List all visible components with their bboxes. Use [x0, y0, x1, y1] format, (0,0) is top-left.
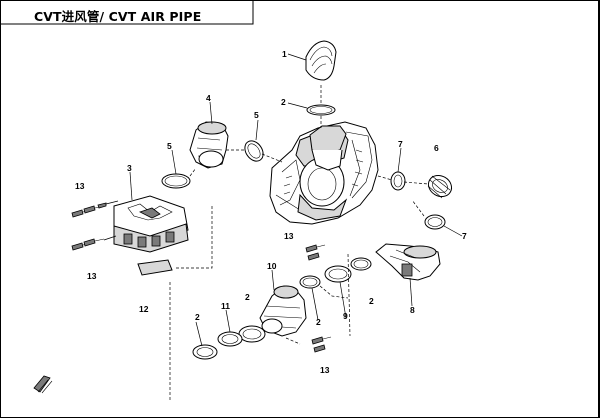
part-2-clamp-upper — [306, 104, 336, 116]
part-11-ring-b — [217, 331, 243, 347]
part-6-connector — [427, 174, 453, 199]
part-7-ring-bottom — [424, 214, 446, 230]
part-9-ring — [324, 265, 352, 283]
callout-12: 12 — [139, 304, 149, 314]
part-11-ring — [238, 325, 266, 343]
callout-2-mid: 2 — [245, 292, 250, 302]
part-10-hose — [259, 285, 307, 337]
logo-mark — [33, 375, 53, 394]
callout-2-lower-mid: 2 — [316, 317, 321, 327]
page-title: CVT进风管/ CVT AIR PIPE — [34, 9, 202, 24]
callout-6: 6 — [434, 143, 439, 153]
bolts-13-mid — [305, 244, 326, 261]
callout-4: 4 — [206, 93, 211, 103]
part-5-ring-left — [161, 173, 191, 189]
bolts-13-left-top — [71, 200, 119, 218]
leader-lines — [129, 53, 463, 347]
part-2-ring-lower — [192, 344, 218, 360]
filter-pad — [137, 259, 173, 276]
callout-13-left-bottom: 13 — [87, 271, 97, 281]
part-8-duct — [375, 243, 441, 281]
callout-9: 9 — [343, 311, 348, 321]
callout-13-left-top: 13 — [75, 181, 85, 191]
part-1-intake-cap — [305, 40, 337, 81]
callout-1: 1 — [282, 49, 287, 59]
callout-3: 3 — [127, 163, 132, 173]
callout-2-lower: 2 — [195, 312, 200, 322]
part-2-ring-right — [350, 257, 372, 271]
title-box — [0, 0, 254, 25]
callout-8: 8 — [410, 305, 415, 315]
callout-5-right: 5 — [254, 110, 259, 120]
part-4-elbow-pipe — [189, 121, 229, 169]
callout-7-top: 7 — [398, 139, 403, 149]
assembly-lines — [169, 85, 429, 402]
callout-2-right: 2 — [369, 296, 374, 306]
callout-11: 11 — [221, 301, 230, 311]
part-7-ring-top — [390, 171, 406, 191]
callout-7-bottom: 7 — [462, 231, 467, 241]
part-5-ring-right — [244, 140, 264, 162]
callout-13-lower: 13 — [320, 365, 330, 375]
callout-5-left: 5 — [167, 141, 172, 151]
part-2-ring-mid — [299, 275, 321, 289]
bolts-13-left-bottom — [71, 235, 117, 251]
bolts-13-lower — [311, 336, 332, 353]
callout-10: 10 — [267, 261, 277, 271]
callout-2-upper: 2 — [281, 97, 286, 107]
cvt-housing — [269, 121, 379, 225]
callout-13-mid: 13 — [284, 231, 294, 241]
part-3-filter-box — [113, 195, 189, 253]
